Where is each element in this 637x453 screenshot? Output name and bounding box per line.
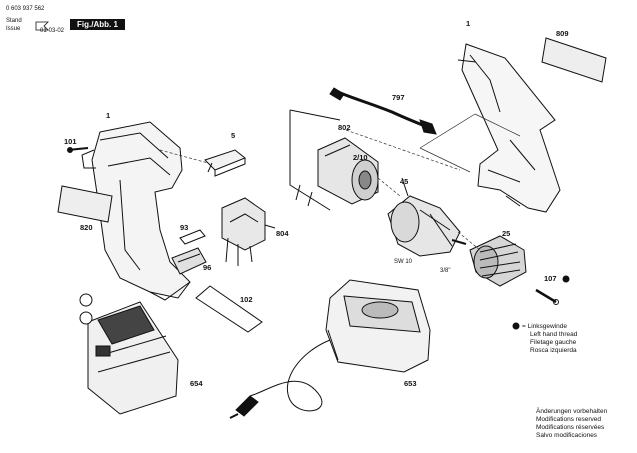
part-label-25: 25 [502, 229, 511, 238]
note-line-fr: Modifications réservées [536, 424, 605, 431]
part-107-thread-marker [562, 275, 570, 283]
part-label-1-right: 1 [466, 19, 471, 28]
legend-symbol-text: = Linksgewinde [522, 323, 567, 330]
issue-label: Issue [6, 26, 21, 32]
drill-housing-right [457, 43, 561, 213]
screw-101 [67, 147, 89, 153]
issue-date: 01-03-02 [40, 28, 65, 34]
note-line-es: Salvo modificaciones [536, 432, 598, 439]
part-label-107: 107 [544, 274, 557, 283]
part-label-654: 654 [190, 379, 203, 388]
cable-797 [329, 87, 437, 135]
gearbox-45 [387, 177, 467, 257]
battery-pack-654 [79, 293, 179, 415]
part-label-797: 797 [392, 93, 405, 102]
part-label-101: 101 [64, 137, 77, 146]
part-number: 0 603 937 562 [6, 6, 45, 12]
motor-802 [289, 109, 379, 211]
screw-107 [535, 288, 559, 305]
contact-strip-102 [195, 285, 263, 333]
chuck-25 [469, 235, 527, 287]
part-label-96: 96 [203, 263, 212, 272]
note-line-en: Modifications reserved [536, 416, 602, 423]
modification-notes: Änderungen vorbehalten Modifications res… [536, 408, 607, 440]
part-label-820: 820 [80, 223, 93, 232]
label-plate-820 [57, 185, 113, 223]
figure-label: Fig./Abb. 1 [70, 19, 125, 30]
label-plate-809 [541, 37, 607, 83]
part-label-804: 804 [276, 229, 289, 238]
legend: = Linksgewinde Left hand thread Filetage… [522, 323, 577, 355]
switch-5 [204, 149, 246, 177]
note-line-de: Änderungen vorbehalten [536, 408, 608, 415]
part-label-802: 802 [338, 123, 351, 132]
part-label-1-left: 1 [106, 111, 111, 120]
thread-size-label: 3/8" [440, 268, 451, 274]
part-label-45: 45 [400, 177, 409, 186]
legend-line-es: Rosca izquierda [530, 347, 577, 354]
assembly-lines [419, 113, 521, 173]
part-label-5: 5 [231, 131, 236, 140]
part-label-653: 653 [404, 379, 417, 388]
stand-label: Stand [6, 18, 22, 24]
wrench-size-label: SW 10 [394, 259, 413, 265]
contact-93-96 [171, 229, 207, 275]
switch-module-804 [221, 197, 276, 266]
left-hand-thread-bullet [512, 322, 520, 330]
part-label-809: 809 [556, 29, 569, 38]
legend-line-fr: Filetage gauche [530, 339, 577, 346]
leader-lines [159, 129, 481, 251]
charger-653 [229, 279, 431, 419]
part-label-93: 93 [180, 223, 189, 232]
legend-line-en: Left hand thread [530, 331, 578, 338]
part-label-2-10: 2/10 [353, 153, 368, 162]
part-label-102: 102 [240, 295, 253, 304]
issue-arrow-glyph [35, 21, 49, 31]
